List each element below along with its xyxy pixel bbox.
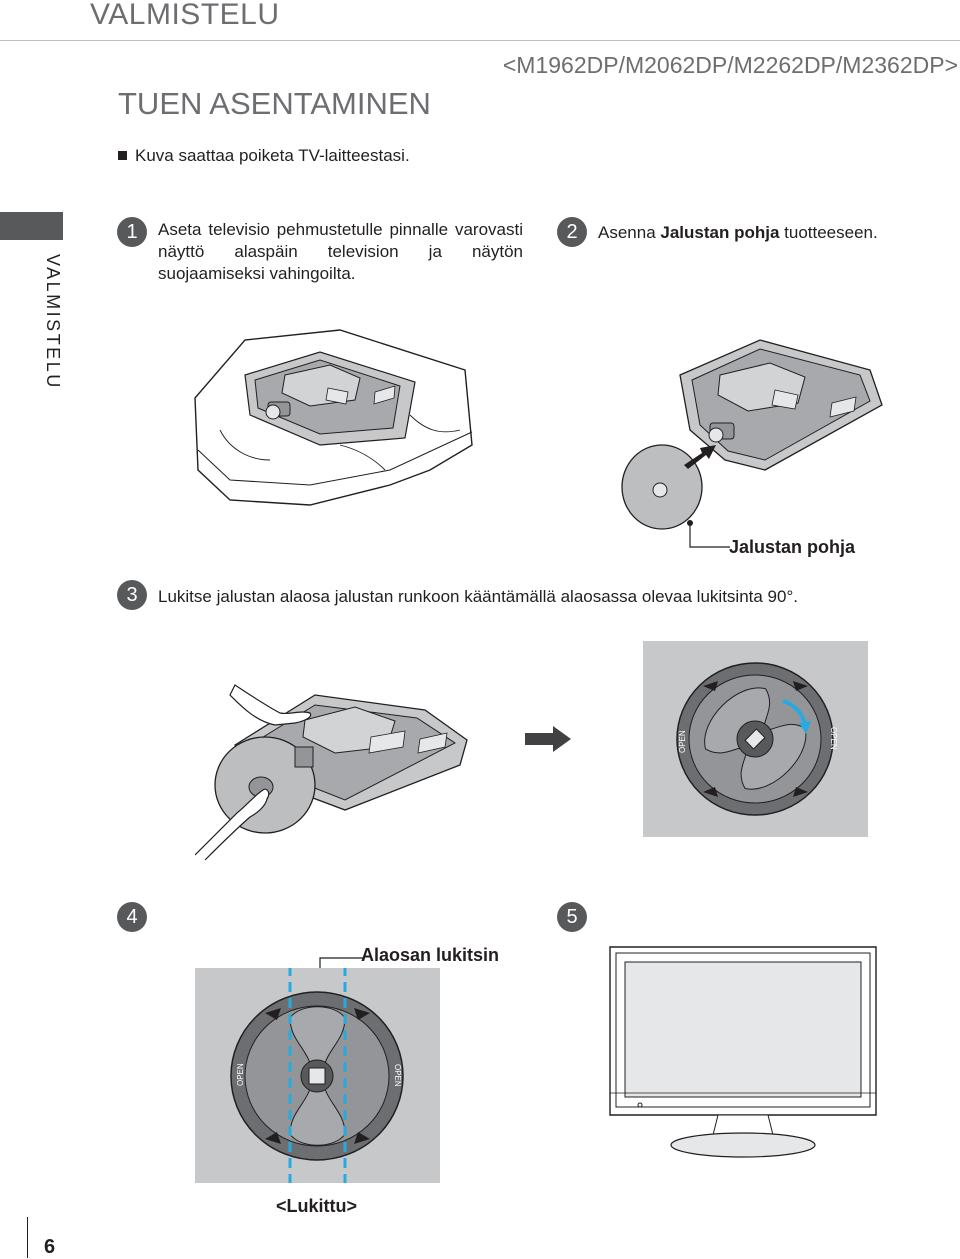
push-base-illustration	[195, 684, 468, 861]
lock-locked-illustration: OPEN OPEN	[195, 968, 440, 1183]
step-2-text-b: tuotteeseen.	[779, 223, 878, 242]
next-arrow-icon	[525, 726, 571, 752]
step-5-badge: 5	[557, 902, 587, 932]
step-4-badge: 4	[117, 902, 147, 932]
step-3-badge: 3	[117, 580, 147, 610]
page-title: TUEN ASENTAMINEN	[118, 86, 431, 121]
locked-label: <Lukittu>	[276, 1196, 358, 1216]
side-tab-label: VALMISTELU	[43, 254, 63, 390]
lock-open-illustration: OPEN OPEN	[643, 641, 868, 837]
note-text: Kuva saattaa poiketa TV-laitteestasi.	[135, 146, 410, 165]
open-label-left-2: OPEN	[236, 1063, 245, 1086]
open-label-right: OPEN	[829, 727, 838, 750]
page-number: 6	[44, 1236, 56, 1258]
attach-base-illustration	[621, 339, 883, 530]
section-header: VALMISTELU	[90, 0, 280, 31]
step-2-text: Asenna Jalustan pohja tuotteeseen.	[598, 222, 878, 244]
stand-base-label: Jalustan pohja	[729, 537, 856, 557]
tv-on-cushion-illustration	[194, 329, 473, 506]
header-divider	[0, 40, 960, 41]
page-number-divider	[27, 1217, 28, 1258]
bullet-icon	[118, 151, 127, 160]
stand-base-leader-line	[689, 525, 730, 548]
assembled-tv-illustration	[609, 946, 877, 1158]
model-list: <M1962DP/M2062DP/M2262DP/M2362DP>	[502, 52, 958, 78]
step-2-text-bold: Jalustan pohja	[660, 223, 780, 242]
step-2-badge: 2	[557, 217, 587, 247]
open-label-right-2: OPEN	[393, 1064, 402, 1087]
side-tab-bar	[0, 212, 63, 240]
step-1-text: Aseta televisio pehmustetulle pinnalle v…	[158, 220, 523, 283]
note: Kuva saattaa poiketa TV-laitteestasi.	[118, 146, 410, 166]
open-label-left: OPEN	[678, 730, 687, 753]
step-2-text-a: Asenna	[598, 223, 661, 242]
step-1-badge: 1	[117, 217, 147, 247]
step-3-text: Lukitse jalustan alaosa jalustan runkoon…	[158, 587, 798, 606]
lower-lock-label: Alaosan lukitsin	[361, 945, 500, 965]
